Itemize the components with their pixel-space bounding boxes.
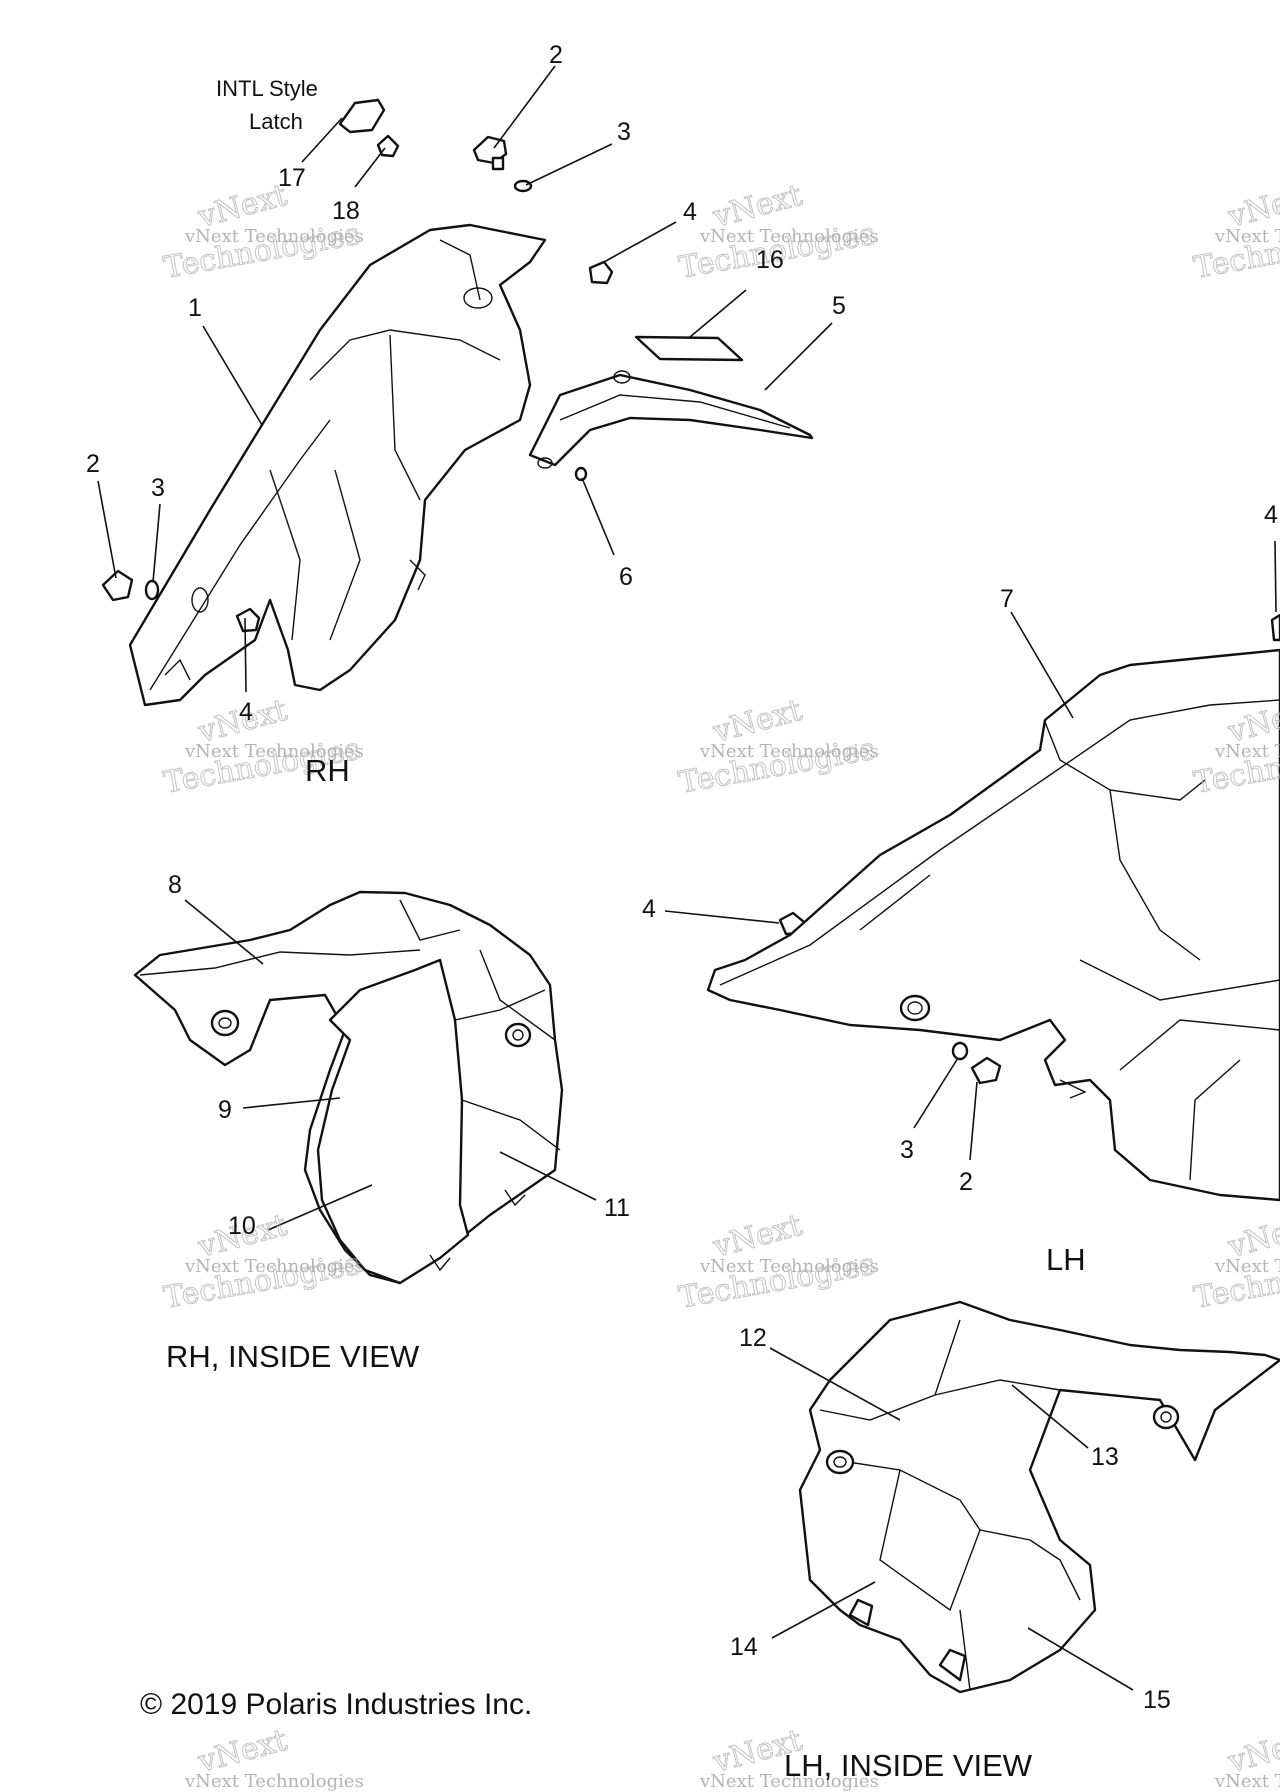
callout-4: 4 [683, 198, 697, 226]
callout-4: 4 [642, 895, 656, 923]
callout-2: 2 [549, 41, 563, 69]
notes: INTL Style Latch [216, 76, 318, 134]
callout-5: 5 [832, 292, 846, 320]
svg-text:vNext Technologies: vNext Technologies [699, 1771, 879, 1792]
svg-text:vNext Technologies: vNext Technologies [184, 1256, 364, 1277]
hardware-parts [101, 98, 1280, 1085]
callout-8: 8 [168, 871, 182, 899]
copyright-notice: © 2019 Polaris Industries Inc. [140, 1688, 532, 1721]
callout-9: 9 [218, 1096, 232, 1124]
rh-inside-view-part [133, 890, 564, 1285]
callout-3: 3 [151, 474, 165, 502]
callout-labels: 17 18 2 3 4 16 5 1 2 3 4 6 7 4 4 3 2 8 9… [86, 41, 1278, 1714]
view-label-rh-inside: RH, INSIDE VIEW [166, 1339, 420, 1374]
leader-lines [97, 65, 1277, 1691]
callout-4: 4 [1264, 501, 1278, 529]
svg-text:vNext Technologies: vNext Technologies [699, 226, 879, 247]
watermark: vNext vNext Technologies Technologies [1191, 1207, 1280, 1316]
svg-text:vNext Technologies: vNext Technologies [184, 226, 364, 247]
lh-fender-part [706, 648, 1280, 1202]
callout-7: 7 [1000, 585, 1014, 613]
note-intl-style: INTL Style [216, 76, 318, 101]
svg-text:vNext Technologies: vNext Technologies [699, 741, 879, 762]
note-latch: Latch [249, 109, 303, 134]
lh-inside-view-part [798, 1300, 1280, 1694]
watermark: vNext vNext Technologies [184, 1722, 364, 1792]
callout-3: 3 [617, 118, 631, 146]
svg-text:vNext Technologies: vNext Technologies [1214, 1256, 1280, 1277]
callout-1: 1 [188, 294, 202, 322]
decal-part [634, 335, 744, 362]
watermark: vNext vNext Technologies Technologies [1191, 177, 1280, 286]
svg-text:vNext Technologies: vNext Technologies [184, 741, 364, 762]
svg-text:vNext Technologies: vNext Technologies [699, 1256, 879, 1277]
callout-2: 2 [959, 1168, 973, 1196]
view-labels: RH LH RH, INSIDE VIEW LH, INSIDE VIEW [166, 753, 1086, 1783]
view-label-rh: RH [305, 753, 350, 788]
watermark: vNext vNext Technologies Technologies [676, 1207, 879, 1316]
view-label-lh-inside: LH, INSIDE VIEW [784, 1748, 1033, 1783]
callout-15: 15 [1143, 1686, 1171, 1714]
svg-text:vNext Technologies: vNext Technologies [1214, 1771, 1280, 1792]
callout-13: 13 [1091, 1443, 1119, 1471]
callout-6: 6 [619, 563, 633, 591]
callout-3: 3 [900, 1136, 914, 1164]
svg-text:vNext Technologies: vNext Technologies [184, 1771, 364, 1792]
callout-11: 11 [604, 1194, 630, 1222]
callout-12: 12 [739, 1324, 767, 1352]
watermark: vNext vNext Technologies Technologies [676, 692, 879, 801]
watermark: vNext vNext Technologies Technologies [161, 177, 364, 286]
trim-strip-part [528, 370, 814, 469]
rh-fender-part [128, 223, 547, 707]
view-label-lh: LH [1046, 1242, 1086, 1277]
callout-16: 16 [756, 246, 784, 274]
svg-text:vNext Technologies: vNext Technologies [1214, 741, 1280, 762]
callout-10: 10 [228, 1212, 256, 1240]
callout-2: 2 [86, 450, 100, 478]
callout-4: 4 [239, 698, 253, 726]
watermark: vNext vNext Technologies [1214, 1722, 1280, 1792]
callout-14: 14 [730, 1633, 758, 1661]
callout-17: 17 [278, 164, 306, 192]
svg-text:vNext Technologies: vNext Technologies [1214, 226, 1280, 247]
callout-18: 18 [332, 197, 360, 225]
